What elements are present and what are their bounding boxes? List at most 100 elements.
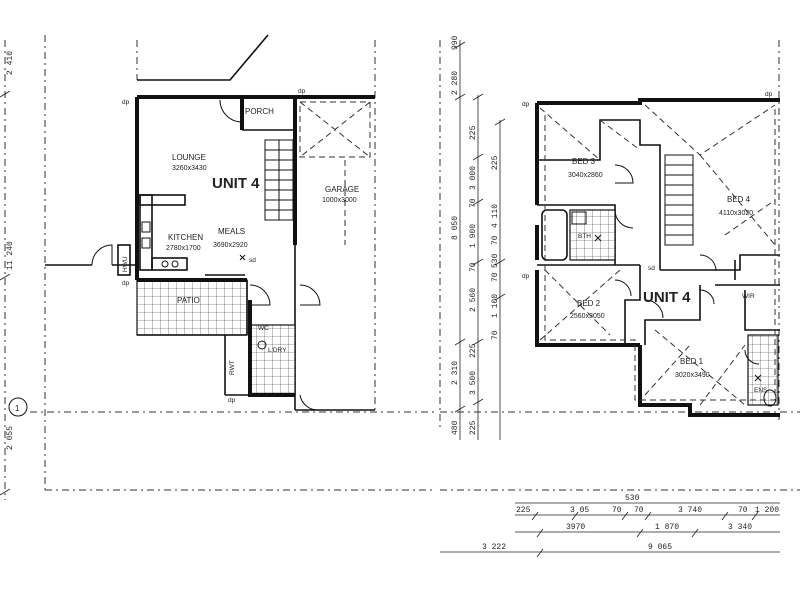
dimension-ticks	[454, 41, 506, 413]
ground-stair	[264, 139, 294, 221]
roof-outline	[539, 104, 776, 406]
bath-door	[614, 209, 634, 229]
bed4-label: BED 4	[727, 195, 751, 204]
ground-unit-label: UNIT 4	[212, 175, 260, 192]
garage-internal-door	[299, 284, 321, 306]
dim-outer: 2 310	[451, 361, 460, 385]
bed3-size: 3040x2860	[568, 172, 603, 179]
bed1-door	[644, 299, 664, 319]
bed2-door	[614, 279, 632, 297]
meals-label: MEALS	[218, 227, 245, 236]
lounge-size: 3260x3430	[172, 165, 207, 172]
dim-inner: 70	[469, 198, 478, 208]
dim-inner: 3 500	[469, 371, 478, 395]
smoke-detector-mark	[239, 254, 246, 261]
dim-inner: 1 900	[469, 224, 478, 248]
dim-outer: 2 280	[451, 71, 460, 95]
ensuite-label: ENS	[754, 387, 768, 394]
dp-mark: dp	[228, 397, 236, 404]
laundry-tiles	[249, 324, 296, 396]
garage-size: 1000x3000	[322, 197, 357, 204]
dim-bottom: 9 065	[648, 543, 672, 552]
internal-wall	[744, 290, 780, 331]
dim-bottom: 3 740	[678, 506, 702, 515]
bed2-size: 2560x3050	[570, 313, 605, 320]
dim-mid: 70	[491, 272, 500, 282]
dim-mid: 225	[491, 155, 500, 170]
bathroom-label: BTH	[578, 233, 591, 240]
dimension-ticks	[531, 511, 759, 558]
ground-floor-plan: PORCH LOUNGE 3260x3430 UNIT 4 GARAGE 100…	[0, 34, 435, 500]
kitchen-size: 2780x1700	[166, 245, 201, 252]
upper-outer-wall	[537, 98, 780, 105]
rwt-label: RWT	[229, 360, 236, 375]
dim-inner: 3 000	[469, 166, 478, 190]
wir-label: WIR	[742, 293, 755, 300]
upper-unit-label: UNIT 4	[643, 289, 691, 306]
dim-bottom: 3 340	[728, 523, 752, 532]
laundry-label: L'DRY	[268, 347, 287, 354]
dim-outer: 990	[451, 35, 460, 50]
exhaust-mark	[754, 374, 762, 382]
dim-bottom: 3 222	[482, 543, 506, 552]
bed3-label: BED 3	[572, 157, 596, 166]
garage-label: GARAGE	[325, 185, 359, 194]
dp-mark: dp	[765, 91, 773, 98]
dim-bottom: 1 870	[655, 523, 679, 532]
dim-inner: 225	[469, 343, 478, 358]
dim-inner: 225	[469, 125, 478, 140]
bed4-door	[699, 254, 717, 272]
dim-mid: 70	[491, 235, 500, 245]
grid-marker-circle	[8, 397, 28, 417]
ensuite-door	[744, 349, 760, 365]
porch-label: PORCH	[245, 107, 274, 116]
dp-mark: dp	[298, 88, 306, 95]
grid-marker-label: 1	[15, 404, 20, 413]
internal-wall	[624, 265, 641, 345]
bed4-size: 4110x3020	[719, 210, 753, 217]
garage-overhead	[299, 101, 371, 158]
dim-inner: 225	[469, 420, 478, 435]
bed3-door	[614, 164, 634, 184]
hwu-box	[117, 244, 131, 276]
dim-inner: 70	[469, 262, 478, 272]
left-dimension: 2 055	[6, 426, 15, 450]
hwu-label: HWU	[122, 256, 129, 272]
dim-bottom: 3 05	[570, 506, 589, 515]
dim-bottom: 70	[634, 506, 644, 515]
dim-outer: 8 050	[451, 216, 460, 240]
laundry-tub	[257, 340, 267, 350]
wir-door	[699, 289, 715, 305]
sd-mark: sd	[249, 257, 256, 264]
dim-bottom: 1 200	[755, 506, 779, 515]
ensuite-tiles	[747, 334, 779, 406]
dim-bottom: 3970	[566, 523, 585, 532]
bed1-label: BED 1	[680, 357, 704, 366]
patio-label: PATIO	[177, 296, 200, 305]
boundary-line	[137, 34, 269, 81]
garage-side-door	[299, 394, 319, 411]
patio-tiles	[136, 279, 248, 336]
dp-mark: dp	[522, 101, 530, 108]
internal-wall	[660, 254, 780, 271]
meals-size: 3690x2920	[213, 242, 248, 249]
upper-floor-plan: BED 3 3040x2860 BED 4 4110x3020 BTH UNIT…	[439, 40, 800, 491]
dim-bottom: 70	[612, 506, 622, 515]
internal-wall	[537, 119, 661, 270]
front-door	[219, 99, 243, 123]
dim-bottom: 530	[625, 494, 640, 503]
dim-inner: 2 560	[469, 288, 478, 312]
sd-mark: sd	[648, 265, 655, 272]
dp-mark: dp	[122, 99, 130, 106]
upper-outer-wall	[535, 270, 640, 347]
wc-label: WC	[258, 325, 269, 332]
bed2-label: BED 2	[577, 299, 601, 308]
kitchen-bench	[139, 194, 188, 271]
dim-outer: 480	[451, 420, 460, 435]
upper-outer-wall	[638, 345, 780, 417]
dp-mark: dp	[522, 273, 530, 280]
upper-stair	[664, 154, 694, 246]
dim-mid: 1 100	[491, 294, 500, 318]
dim-bottom: 70	[738, 506, 748, 515]
